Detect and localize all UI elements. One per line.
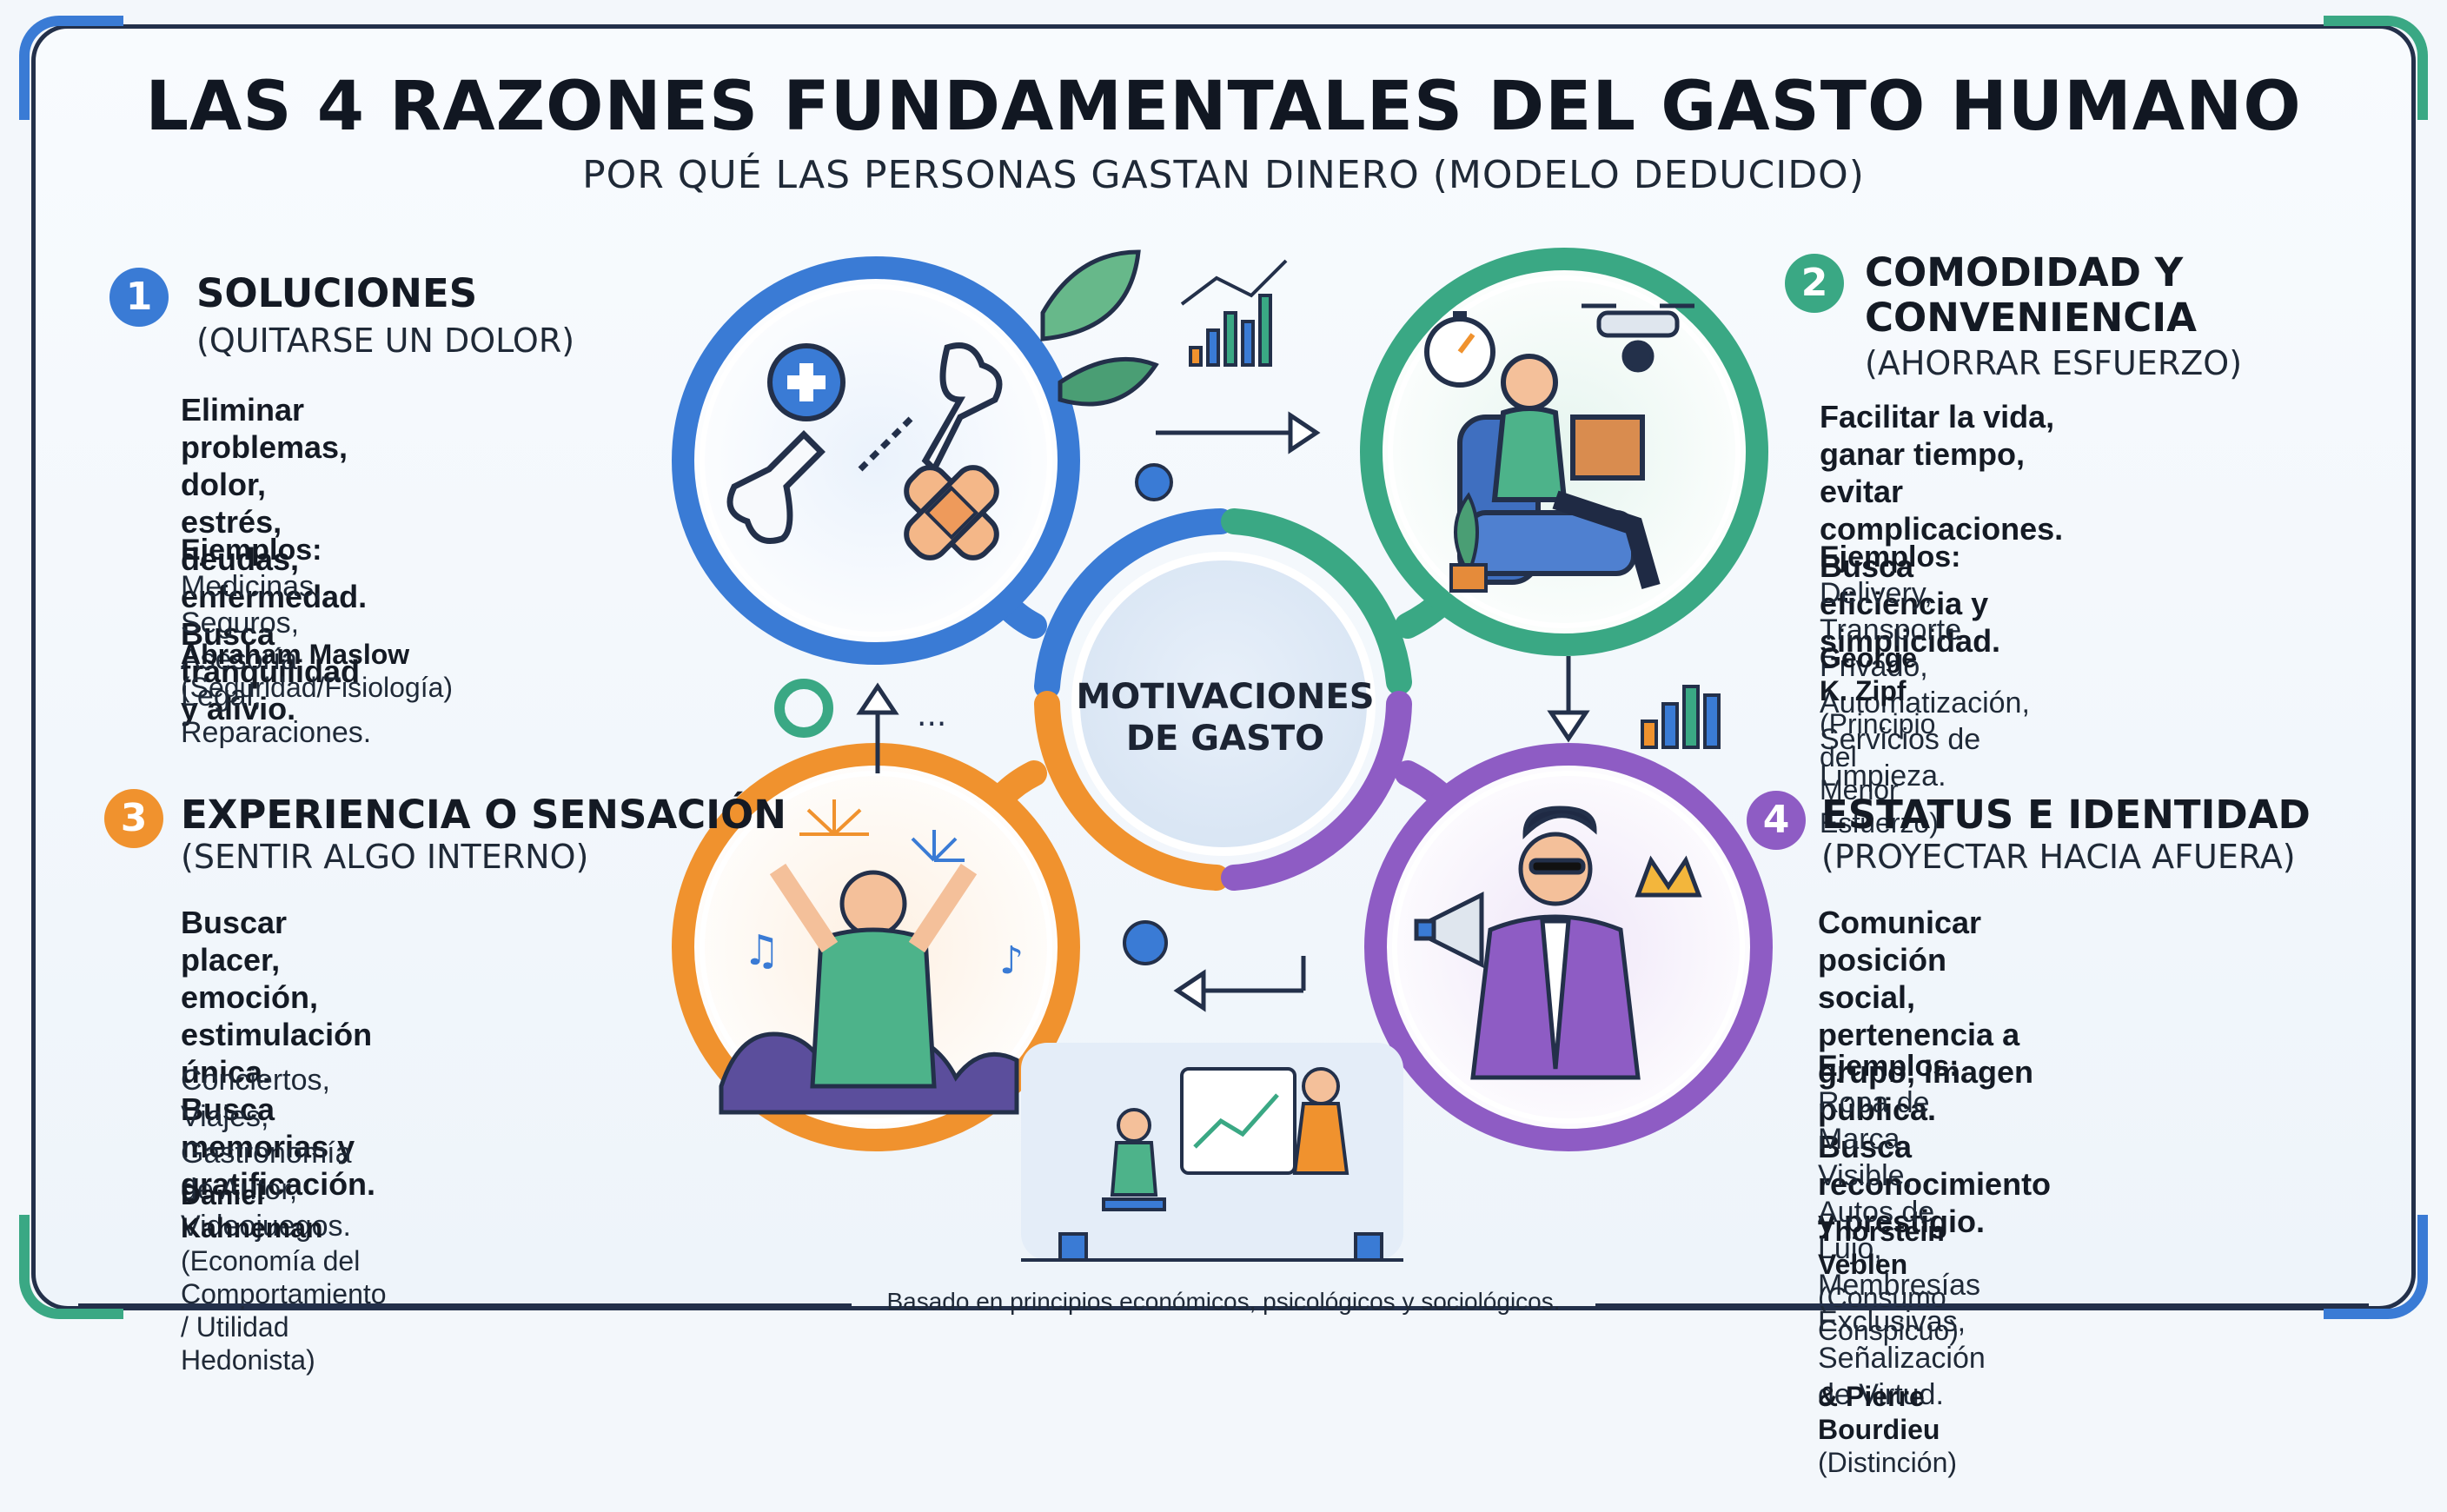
panel-title-soluciones: SOLUCIONES [196, 270, 478, 316]
footer-divider-right [1595, 1303, 2369, 1306]
author-name: George K. Zipf [1820, 642, 1918, 706]
author-name: Thorstein Veblen [1818, 1216, 1945, 1280]
corner-accent-bottom-right [2324, 1215, 2428, 1319]
examples-label: Ejemplos: [181, 534, 322, 567]
examples-text: Medicinas, Seguros, Asesoría Legal, Repa… [181, 570, 372, 749]
panel-examples-experiencia: Conciertos, Viajes, Gastronomía de Autor… [181, 1062, 352, 1244]
panel-subtitle-estatus: (PROYECTAR HACIA AFUERA) [1821, 838, 2296, 876]
examples-label: Ejemplos: [1818, 1050, 1960, 1083]
panel-author-soluciones: Abraham Maslow (Seguridad/Fisiología) [181, 638, 453, 704]
panel-title-experiencia: EXPERIENCIA O SENSACIÓN [181, 792, 786, 838]
author-name-2: & Pierre Bourdieu [1818, 1381, 1940, 1445]
center-label-line2: DE GASTO [1125, 719, 1325, 759]
panel-subtitle-experiencia: (SENTIR ALGO INTERNO) [181, 838, 589, 876]
page-title: LAS 4 RAZONES FUNDAMENTALES DEL GASTO HU… [145, 68, 2302, 146]
badge-number-2: 2 [1785, 254, 1844, 313]
panel-subtitle-soluciones: (QUITARSE UN DOLOR) [196, 322, 575, 360]
panel-title-estatus: ESTATUS E IDENTIDAD [1821, 792, 2311, 838]
panel-description-soluciones: Eliminar problemas, dolor, estrés, deuda… [181, 392, 368, 726]
author-name: Daniel Kahneman [181, 1179, 323, 1243]
footer-divider-left [78, 1303, 852, 1306]
corner-accent-bottom-left [19, 1215, 123, 1319]
badge-number-3: 3 [104, 789, 163, 848]
corner-accent-top-left [19, 16, 123, 120]
author-note: (Principio del Menor Esfuerzo) [1820, 708, 1939, 839]
examples-text: Delivery, Transporte Privado, Automatiza… [1820, 577, 2030, 792]
panel-examples-comodidad: Ejemplos: Delivery, Transporte Privado, … [1820, 539, 2030, 794]
panel-author-comodidad: George K. Zipf (Principio del Menor Esfu… [1820, 641, 1939, 839]
center-label-line1: MOTIVACIONES [1076, 677, 1375, 717]
author-name: Abraham Maslow [181, 639, 410, 670]
panel-examples-soluciones: Ejemplos: Medicinas, Seguros, Asesoría L… [181, 532, 371, 751]
examples-label: Ejemplos: [1820, 540, 1961, 574]
badge-number-1: 1 [109, 268, 169, 327]
author-note: (Seguridad/Fisiología) [181, 672, 454, 703]
panel-author-estatus: Thorstein Veblen (Consumo Conspicuo) & P… [1818, 1182, 1959, 1512]
panel-title-comodidad: COMODIDAD Y CONVENIENCIA [1865, 249, 2197, 341]
panel-description-comodidad: Facilitar la vida, ganar tiempo, evitar … [1820, 399, 2064, 659]
examples-text: Conciertos, Viajes, Gastronomía de Autor… [181, 1064, 352, 1243]
footer-note: Basado en principios económicos, psicoló… [886, 1288, 1561, 1315]
panel-description-estatus: Comunicar posición social, pertenencia a… [1818, 905, 2052, 1239]
center-label: MOTIVACIONES DE GASTO [1069, 676, 1382, 759]
panel-subtitle-comodidad: (AHORRAR ESFUERZO) [1865, 344, 2243, 382]
badge-number-4: 4 [1747, 791, 1806, 850]
author-note-2: (Distinción) [1818, 1447, 1958, 1478]
page-subtitle: POR QUÉ LAS PERSONAS GASTAN DINERO (MODE… [582, 153, 1865, 197]
panel-description-experiencia: Buscar placer, emoción, estimulación úni… [181, 905, 376, 1202]
corner-accent-top-right [2324, 16, 2428, 120]
panel-author-experiencia: Daniel Kahneman (Economía del Comportami… [181, 1178, 387, 1376]
